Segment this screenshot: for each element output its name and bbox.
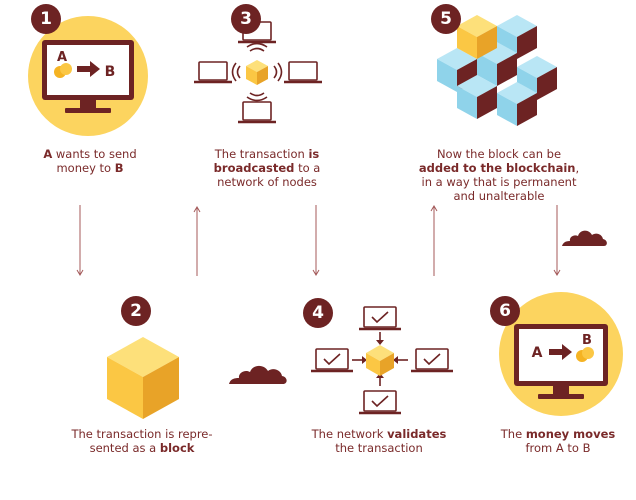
caption-text: the transaction — [335, 441, 423, 455]
caption-text: broadcasted — [213, 161, 295, 175]
caption-text: The — [500, 427, 526, 441]
block-cube-icon — [107, 337, 179, 419]
monitor-1-sender: A — [57, 50, 67, 65]
caption-text: in a way that is permanent — [421, 175, 577, 189]
flow-arrows — [76, 205, 561, 276]
caption-text: validates — [387, 427, 447, 441]
caption-text: wants to send — [52, 147, 137, 161]
caption-text: , — [575, 161, 580, 175]
caption-text: sented as a — [89, 441, 160, 455]
cloud-icon — [229, 365, 287, 384]
cloud-icon — [562, 230, 607, 246]
step-6-badge: 6 — [490, 296, 520, 326]
step-5-badge: 5 — [431, 4, 461, 34]
validation-cube-icon — [366, 345, 394, 376]
monitor-6-receiver: B — [582, 333, 592, 348]
step-4-badge: 4 — [303, 298, 333, 328]
arrow-3-to-4-head — [312, 269, 320, 276]
monitor-1-receiver: B — [105, 64, 116, 80]
step-2-badge: 2 — [121, 296, 151, 326]
caption-text: money to — [56, 161, 115, 175]
blockchain-icon — [437, 15, 557, 126]
caption-text: and unalterable — [453, 189, 545, 203]
monitor-6-sender: A — [532, 345, 543, 361]
caption-text: to a — [294, 161, 321, 175]
caption-text: block — [159, 441, 195, 455]
caption-text: B — [114, 161, 124, 175]
caption-text: Now the block can be — [436, 147, 562, 161]
caption-text: is — [308, 147, 320, 161]
step-1-badge: 1 — [31, 4, 61, 34]
caption-text: The transaction — [214, 147, 309, 161]
broadcast-cube-icon — [246, 60, 268, 85]
caption-text: added to the blockchain — [418, 161, 576, 175]
arrow-5-to-6-head — [553, 269, 561, 276]
validation-network-icon — [311, 306, 453, 415]
caption-text: The network — [311, 427, 388, 441]
monitor-1-icon — [42, 40, 134, 113]
arrow-2-to-3-head — [193, 206, 201, 213]
caption-text: network of nodes — [217, 175, 317, 189]
arrow-1-to-2-head — [76, 269, 84, 276]
caption-text: money moves — [525, 427, 616, 441]
caption-text: A — [43, 147, 53, 161]
caption-text: The transaction is repre- — [71, 427, 213, 441]
step-3-badge: 3 — [231, 4, 261, 34]
monitor-6-icon — [514, 324, 608, 399]
arrow-4-to-5-head — [430, 205, 438, 212]
caption-text: from A to B — [525, 441, 591, 455]
step-2-caption: The transaction is repre-sented as a blo… — [52, 427, 232, 455]
